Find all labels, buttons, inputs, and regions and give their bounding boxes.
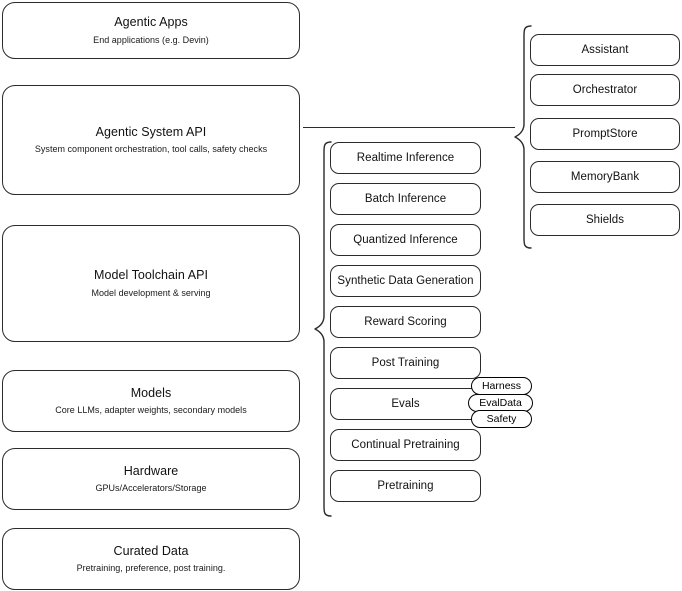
component-label: Orchestrator	[572, 83, 638, 96]
layer-model-toolchain-api[interactable]: Model Toolchain API Model development & …	[2, 225, 300, 342]
layer-subtitle: Core LLMs, adapter weights, secondary mo…	[55, 405, 247, 416]
component-shields[interactable]: Shields	[530, 204, 680, 236]
layer-subtitle: GPUs/Accelerators/Storage	[95, 483, 207, 494]
component-label: Shields	[585, 213, 625, 226]
evals-tag-safety[interactable]: Safety	[471, 410, 532, 428]
layer-subtitle: System component orchestration, tool cal…	[34, 144, 268, 155]
layer-title: Agentic Apps	[114, 15, 188, 30]
capability-evals[interactable]: Evals	[330, 388, 481, 420]
capability-label: Batch Inference	[364, 192, 447, 205]
layer-title: Model Toolchain API	[94, 268, 208, 283]
layer-title: Agentic System API	[95, 124, 207, 139]
evals-tag-label: Harness	[481, 380, 522, 392]
brace-agentic-components	[514, 24, 534, 252]
capability-label: Quantized Inference	[353, 233, 458, 246]
layer-title: Hardware	[123, 463, 179, 478]
component-label: MemoryBank	[570, 170, 640, 183]
capability-label: Post Training	[371, 356, 440, 369]
layer-title: Curated Data	[113, 543, 189, 558]
capability-synthetic-data-generation[interactable]: Synthetic Data Generation	[330, 265, 481, 297]
layer-subtitle: End applications (e.g. Devin)	[93, 34, 209, 45]
capability-label: Realtime Inference	[356, 151, 455, 164]
layer-models[interactable]: Models Core LLMs, adapter weights, secon…	[2, 370, 300, 432]
component-orchestrator[interactable]: Orchestrator	[530, 74, 680, 106]
layer-agentic-apps[interactable]: Agentic Apps End applications (e.g. Devi…	[2, 2, 300, 59]
capability-label: Pretraining	[377, 479, 434, 492]
capability-continual-pretraining[interactable]: Continual Pretraining	[330, 429, 481, 461]
layer-subtitle: Pretraining, preference, post training.	[76, 563, 226, 574]
capability-batch-inference[interactable]: Batch Inference	[330, 183, 481, 215]
layer-subtitle: Model development & serving	[91, 287, 211, 298]
evals-tag-label: EvalData	[479, 397, 522, 409]
capability-post-training[interactable]: Post Training	[330, 347, 481, 379]
capability-realtime-inference[interactable]: Realtime Inference	[330, 142, 481, 174]
capability-label: Synthetic Data Generation	[337, 274, 474, 287]
brace-toolchain-capabilities	[314, 140, 334, 518]
component-label: PromptStore	[572, 127, 638, 140]
evals-tag-harness[interactable]: Harness	[471, 377, 532, 395]
layer-agentic-system-api[interactable]: Agentic System API System component orch…	[2, 85, 300, 195]
layer-curated-data[interactable]: Curated Data Pretraining, preference, po…	[2, 528, 300, 590]
evals-tag-label: Safety	[486, 413, 517, 425]
layer-title: Models	[130, 385, 172, 400]
capability-reward-scoring[interactable]: Reward Scoring	[330, 306, 481, 338]
component-assistant[interactable]: Assistant	[530, 34, 680, 66]
capability-label: Reward Scoring	[364, 315, 447, 328]
component-promptstore[interactable]: PromptStore	[530, 118, 680, 150]
capability-label: Evals	[391, 397, 420, 410]
connector-agentic-system-api-to-components	[303, 127, 515, 129]
capability-label: Continual Pretraining	[351, 438, 460, 451]
layer-hardware[interactable]: Hardware GPUs/Accelerators/Storage	[2, 448, 300, 510]
capability-pretraining[interactable]: Pretraining	[330, 470, 481, 502]
component-label: Assistant	[581, 43, 629, 56]
capability-quantized-inference[interactable]: Quantized Inference	[330, 224, 481, 256]
component-memorybank[interactable]: MemoryBank	[530, 161, 680, 193]
